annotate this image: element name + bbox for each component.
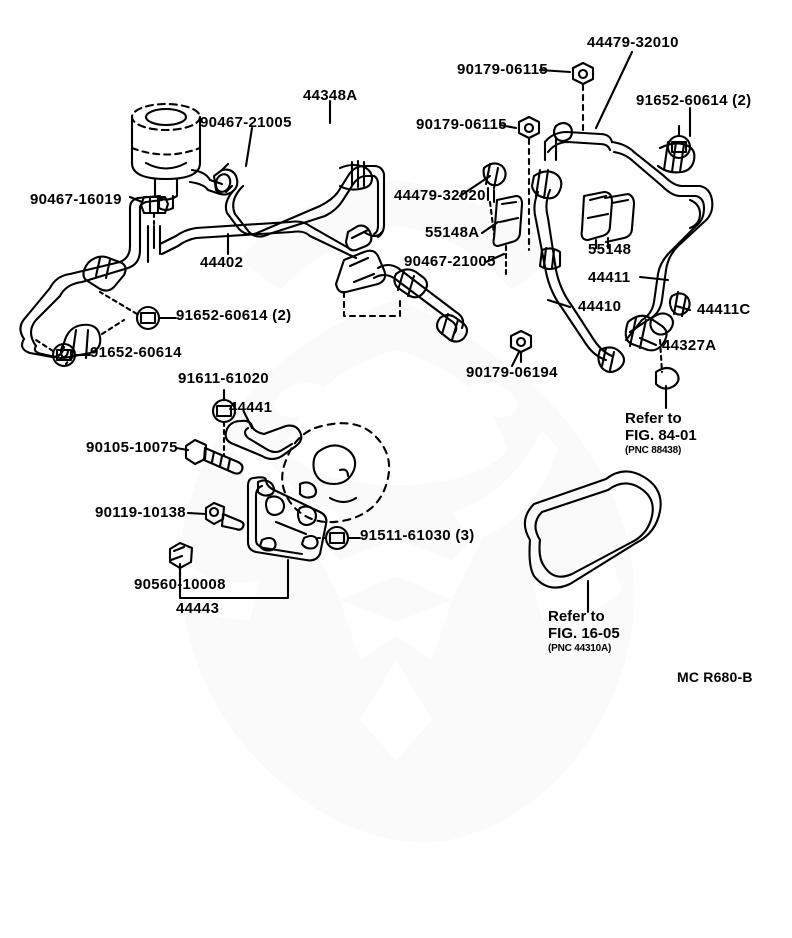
tube-44411: [610, 140, 714, 342]
label-90467-16019: 90467-16019: [30, 191, 122, 208]
label-44411: 44411: [588, 269, 631, 286]
label-91511-61030-3: 91511-61030 (3): [360, 527, 475, 544]
bracket-55148: [580, 190, 614, 250]
label-44443: 44443: [176, 600, 220, 617]
drawing-code: MC R680-B: [677, 669, 753, 685]
clip-90467-21005-upper: [212, 162, 239, 196]
label-44441: 44441: [229, 399, 273, 416]
pump-body: [281, 422, 391, 524]
refer-line-2: FIG. 84-01: [625, 426, 697, 444]
bolt-90119-10138: [204, 501, 245, 531]
label-90467-21005-low: 90467-21005: [404, 253, 496, 270]
refer-to-fig-84-01: Refer to FIG. 84-01 (PNC 88438): [625, 410, 697, 456]
label-90179-06194: 90179-06194: [466, 364, 558, 381]
refer-line-1: Refer to: [625, 410, 682, 427]
label-90179-06115-a: 90179-06115: [457, 61, 548, 78]
hose-44348A: [224, 159, 386, 239]
bolt-bubble-upper-right: [666, 124, 692, 160]
label-91652-60614-2a: 91652-60614 (2): [176, 307, 292, 324]
bolt-bubble-91511-61030: [316, 525, 362, 551]
label-44348A: 44348A: [303, 87, 358, 104]
pump-body-detail: [312, 444, 358, 504]
clamp-44479-32010: [543, 121, 614, 162]
bolt-bubble-91652-60614: [34, 338, 92, 368]
label-90119-10138: 90119-10138: [95, 504, 186, 521]
label-44411C: 44411C: [697, 301, 751, 318]
hose-44410: [530, 168, 626, 374]
tube-44402: [19, 194, 358, 366]
bracket-44443: [178, 476, 328, 600]
label-44327A: 44327A: [662, 337, 717, 354]
bolt-bubble-91611-61020: [211, 388, 237, 458]
clip-44411C: [668, 290, 691, 318]
refer-pnc: (PNC 44310A): [548, 642, 612, 654]
refer-line-1: Refer to: [548, 608, 605, 625]
bracket-55148A: [492, 194, 524, 278]
clamp-44479-32020: [482, 162, 507, 236]
bolt-90105-10075: [184, 438, 244, 475]
bolt-bubble-91652-60614-2: [98, 290, 178, 331]
label-91652-60614: 91652-60614: [90, 344, 182, 361]
label-44402: 44402: [200, 254, 244, 271]
leader-lines: [128, 50, 692, 579]
refer-line-2: FIG. 16-05: [548, 624, 620, 642]
connector-44327A: [624, 312, 680, 410]
label-44479-32020: 44479-32020: [394, 187, 486, 204]
label-44410: 44410: [578, 298, 622, 315]
tube-junction-center: [334, 224, 402, 318]
refer-pnc: (PNC 88438): [625, 444, 682, 456]
nut-90179-06194: [509, 329, 533, 364]
label-55148: 55148: [588, 241, 632, 258]
tube-right-branch: [372, 263, 469, 343]
label-90179-06115-b: 90179-06115: [416, 116, 507, 133]
label-91611-61020: 91611-61020: [178, 370, 269, 387]
bracket-55148-lower: [603, 192, 636, 244]
label-90105-10075: 90105-10075: [86, 439, 178, 456]
nut-upper-2: [517, 115, 541, 252]
label-90467-21005-top: 90467-21005: [200, 114, 292, 131]
refer-to-fig-16-05: Refer to FIG. 16-05 (PNC 44310A): [548, 608, 620, 654]
drive-belt: [523, 470, 662, 589]
label-91652-60614-2b: 91652-60614 (2): [636, 92, 752, 109]
nut-upper-1: [571, 61, 595, 137]
label-55148A: 55148A: [425, 224, 480, 241]
label-44479-32010: 44479-32010: [587, 34, 679, 51]
label-90560-10008: 90560-10008: [134, 576, 226, 593]
